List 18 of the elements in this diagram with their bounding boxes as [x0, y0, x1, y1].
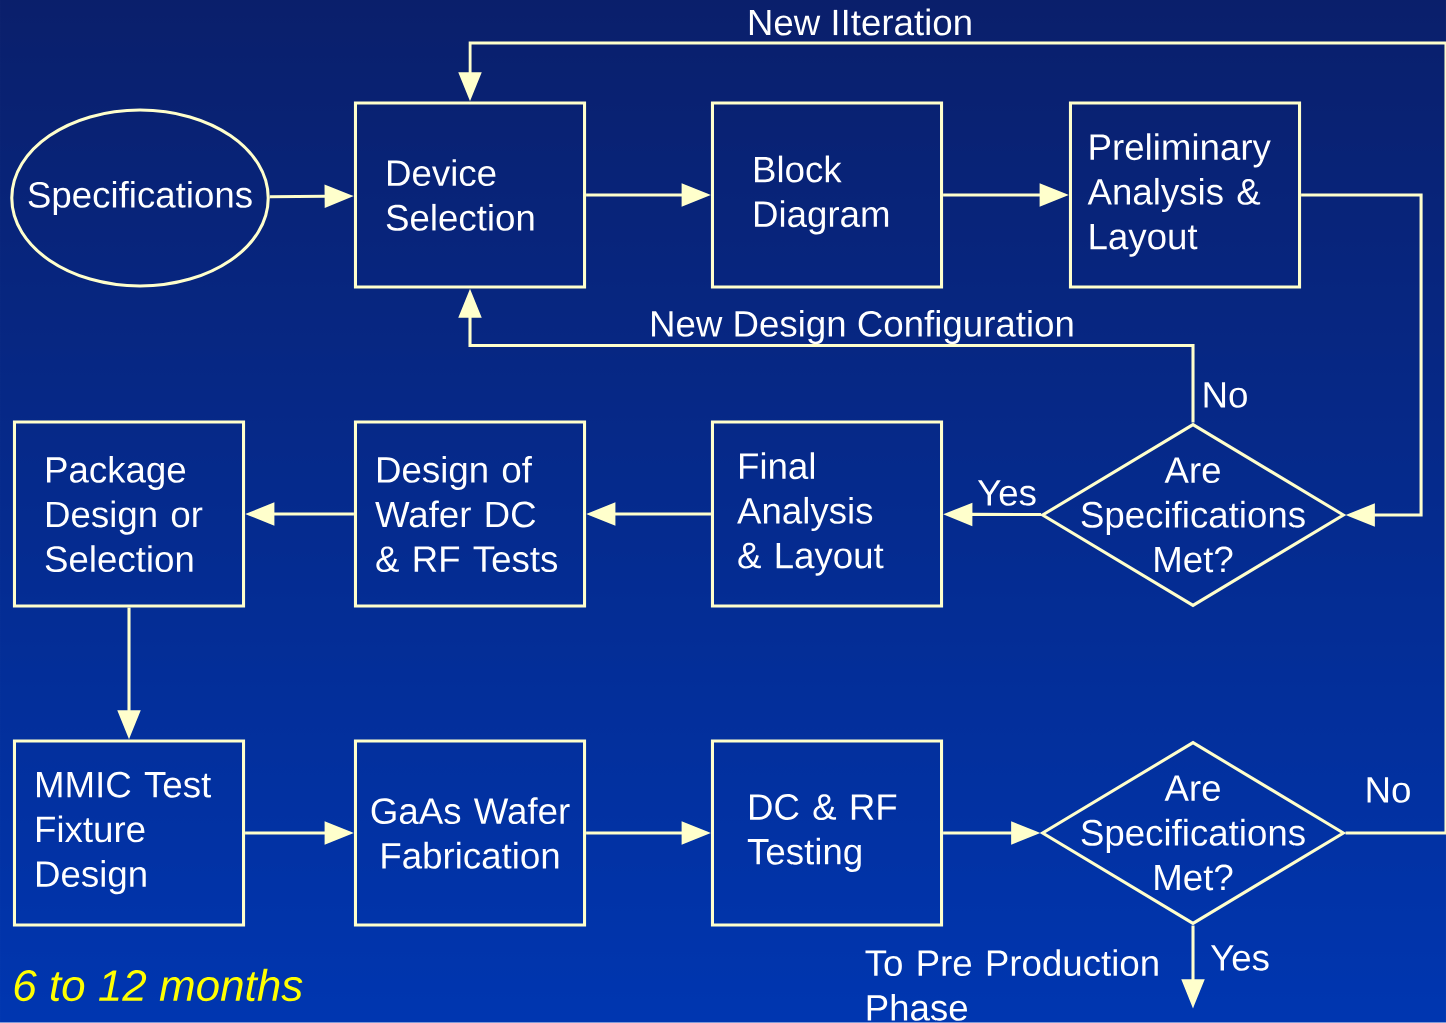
process-box: MMIC Test Fixture Design [12, 739, 246, 927]
process-box: Preliminary Analysis & Layout [1068, 101, 1302, 289]
process-box: Package Design or Selection [12, 420, 246, 608]
loop-label: New IIteration [749, 8, 971, 36]
edge-label: No [1204, 382, 1247, 408]
loop-label: New Design Configuration [652, 309, 1073, 345]
outcome-label: To Pre Production Phase [865, 949, 1158, 1021]
process-box: Final Analysis & Layout [710, 420, 944, 608]
process-box: Block Diagram [710, 101, 944, 289]
edge-label: Yes [977, 480, 1036, 506]
process-box: DC & RF Testing [710, 739, 944, 927]
arrow [1301, 193, 1423, 527]
duration-note: 6 to 12 months [14, 968, 303, 1002]
process-box: Device Selection [353, 101, 587, 289]
edge-label: No [1367, 777, 1410, 803]
edge-label: Yes [1210, 945, 1269, 971]
process-box: Design of Wafer DC & RF Tests [353, 420, 587, 608]
process-box: GaAs Wafer Fabrication [353, 739, 587, 927]
